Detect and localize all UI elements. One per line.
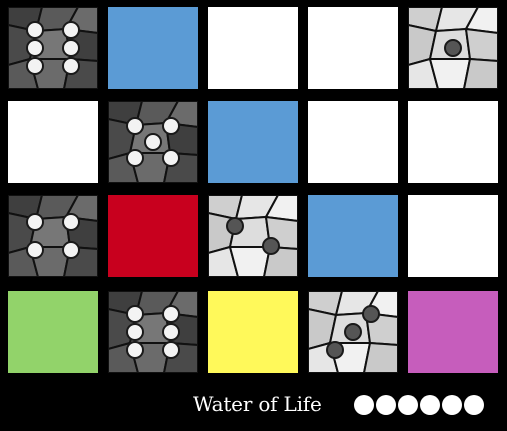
shade-pip <box>26 39 44 57</box>
shade-pip <box>26 57 44 75</box>
window-cell-purple[interactable] <box>408 291 498 373</box>
favor-token <box>354 395 374 415</box>
shade-pip <box>26 241 44 259</box>
shade-pip <box>162 117 180 135</box>
window-cell-shade-4[interactable] <box>8 195 98 277</box>
shade-pip <box>162 305 180 323</box>
window-cell-white[interactable] <box>208 7 298 89</box>
favor-token <box>464 395 484 415</box>
window-cell-green[interactable] <box>8 291 98 373</box>
shade-pip <box>126 305 144 323</box>
stained-glass-pattern <box>408 7 498 89</box>
window-cell-shade-6[interactable] <box>108 291 198 373</box>
stained-glass-pattern <box>108 291 198 373</box>
stained-glass-pattern <box>108 101 198 183</box>
stained-glass-pattern <box>8 195 98 277</box>
window-cell-blue[interactable] <box>308 195 398 277</box>
window-cell-shade-1[interactable] <box>408 7 498 89</box>
favor-token <box>442 395 462 415</box>
favor-token <box>398 395 418 415</box>
window-cell-white[interactable] <box>308 101 398 183</box>
shade-pip <box>162 341 180 359</box>
shade-pip <box>226 217 244 235</box>
window-cell-shade-6[interactable] <box>8 7 98 89</box>
stained-glass-pattern <box>208 195 298 277</box>
window-cell-white[interactable] <box>408 195 498 277</box>
window-cell-red[interactable] <box>108 195 198 277</box>
window-cell-blue[interactable] <box>208 101 298 183</box>
shade-pip <box>126 341 144 359</box>
favor-token <box>376 395 396 415</box>
window-cell-white[interactable] <box>8 101 98 183</box>
window-cell-shade-5[interactable] <box>108 101 198 183</box>
stained-glass-pattern <box>308 291 398 373</box>
shade-pip <box>162 149 180 167</box>
shade-pip <box>62 21 80 39</box>
card-title: Water of Life <box>193 392 322 416</box>
shade-pip <box>362 305 380 323</box>
window-cell-white[interactable] <box>308 7 398 89</box>
shade-pip <box>162 323 180 341</box>
stained-glass-pattern <box>8 7 98 89</box>
shade-pip <box>62 213 80 231</box>
shade-pip <box>344 323 362 341</box>
shade-pip <box>26 21 44 39</box>
window-cell-blue[interactable] <box>108 7 198 89</box>
window-cell-yellow[interactable] <box>208 291 298 373</box>
shade-pip <box>126 149 144 167</box>
shade-pip <box>144 133 162 151</box>
window-cell-shade-2[interactable] <box>208 195 298 277</box>
shade-pip <box>262 237 280 255</box>
shade-pip <box>62 57 80 75</box>
difficulty-dots <box>354 395 484 415</box>
shade-pip <box>126 117 144 135</box>
shade-pip <box>126 323 144 341</box>
window-cell-shade-3[interactable] <box>308 291 398 373</box>
favor-token <box>420 395 440 415</box>
shade-pip <box>326 341 344 359</box>
shade-pip <box>62 241 80 259</box>
shade-pip <box>444 39 462 57</box>
shade-pip <box>26 213 44 231</box>
window-cell-white[interactable] <box>408 101 498 183</box>
shade-pip <box>62 39 80 57</box>
